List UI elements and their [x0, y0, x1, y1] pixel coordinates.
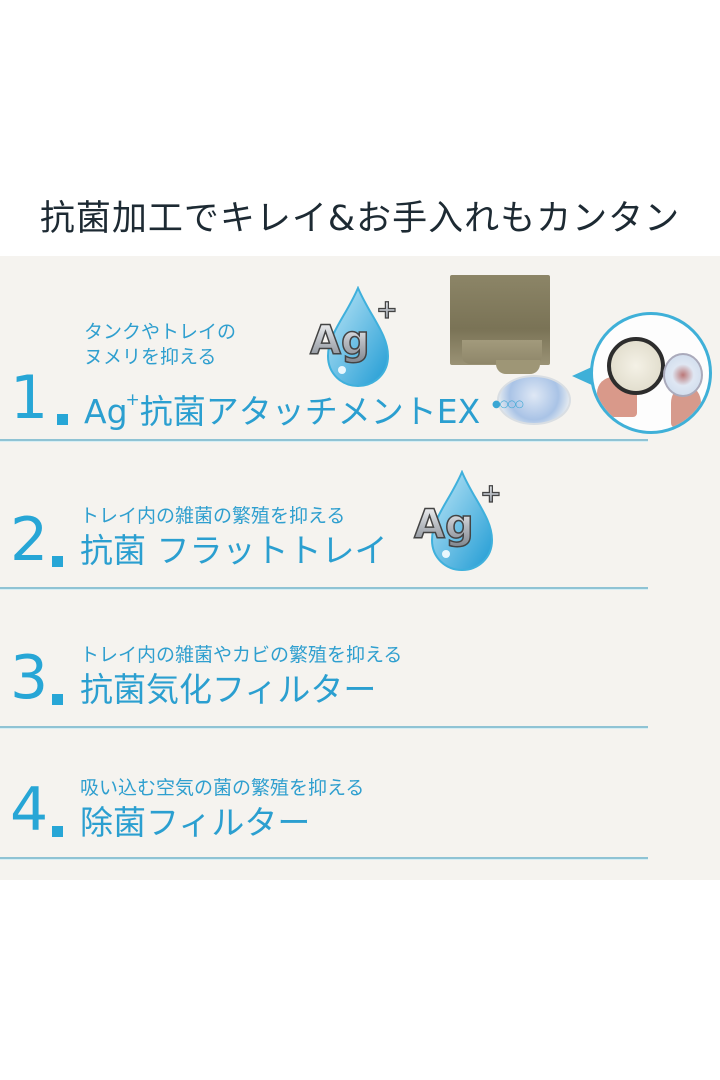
svg-text:Ag: Ag [310, 318, 370, 364]
feature-2-divider [0, 587, 648, 589]
svg-text:+: + [376, 295, 398, 325]
feature-1-divider [0, 439, 648, 441]
humidifier-tank-neck [496, 360, 540, 374]
svg-text:Ag: Ag [414, 502, 474, 548]
attachment-cap-photo [497, 375, 571, 425]
feature-4-number-dot [52, 826, 63, 837]
feature-2-number-dot [52, 556, 63, 567]
feature-4-divider [0, 857, 648, 859]
feature-3-title: 抗菌気化フィルター [80, 670, 377, 709]
attachment-ring-left [607, 337, 665, 395]
feature-2-number: 2 [10, 505, 49, 575]
feature-3-number-dot [52, 694, 63, 705]
feature-1-title-prefix: Ag [84, 392, 128, 431]
callout-pointer [572, 366, 594, 386]
feature-1-title: Ag+抗菌アタッチメントEX [84, 390, 481, 431]
feature-1-subtitle-line1: タンクやトレイの [84, 321, 237, 343]
silver-ion-droplet-icon: Ag + [309, 286, 398, 388]
feature-1-title-text: 抗菌アタッチメントEX [139, 392, 481, 431]
page-headline: 抗菌加工でキレイ&お手入れもカンタン [39, 199, 681, 239]
attachment-ring-right [663, 353, 703, 397]
feature-1-title-sup: + [125, 390, 140, 410]
feature-3-divider [0, 726, 648, 728]
silver-ion-droplet-icon: Ag + [413, 470, 502, 572]
feature-3-subtitle: トレイ内の雑菌やカビの繁殖を抑える [80, 644, 403, 666]
feature-2-subtitle: トレイ内の雑菌の繁殖を抑える [80, 505, 346, 527]
feature-4-subtitle: 吸い込む空気の菌の繁殖を抑える [80, 777, 365, 799]
feature-2-title: 抗菌 フラットトレイ [80, 531, 388, 570]
feature-1-number: 1 [10, 363, 49, 433]
feature-4-number: 4 [10, 775, 49, 845]
feature-1-subtitle-line2: ヌメリを抑える [84, 346, 217, 368]
feature-4-title: 除菌フィルター [80, 803, 311, 842]
attachment-detail-callout [590, 312, 712, 434]
feature-1-number-dot [57, 414, 68, 425]
svg-text:+: + [480, 479, 502, 509]
connector-dots: ●○○○ [492, 399, 524, 410]
feature-3-number: 3 [10, 643, 49, 713]
